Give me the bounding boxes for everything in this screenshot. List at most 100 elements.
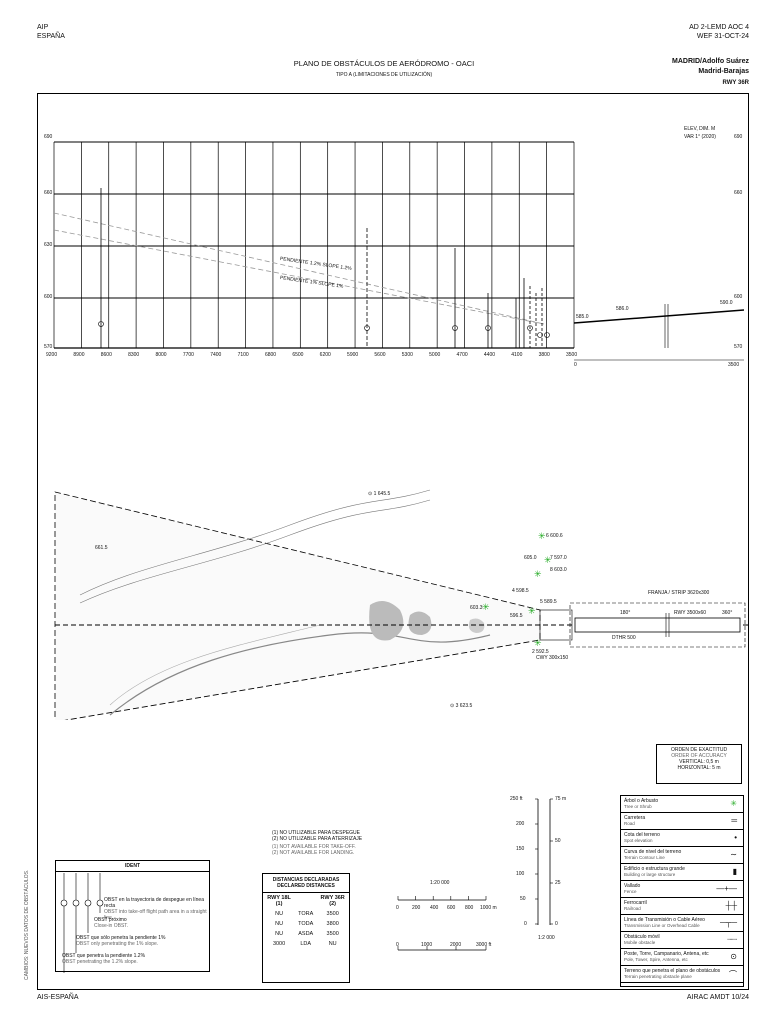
x-label: 4100 [511,352,523,358]
obstacle-marker [527,325,533,331]
vscale-ft-100: 100 [516,871,525,877]
airport-name: MADRID/Adolfo Suárez [672,58,749,65]
ident-box: IDENT OBST en la trayectoria de despegue… [55,860,210,973]
dthr-label: DTHR 500 [612,635,636,641]
legend-label-en: Fence [624,889,637,894]
legend-symbol-icon: ┈┈ [727,935,737,944]
legend-label: Vallado [624,883,641,889]
declared-title-en: DECLARED DISTANCES [277,883,335,889]
chart-reference: AD 2-LEMD AOC 4 [689,24,749,31]
river [109,632,491,716]
road [79,489,431,596]
x-label: 5900 [347,352,359,358]
scale-1-tick-400: 400 [430,905,439,911]
legend-label: Obstáculo móvil [624,934,660,940]
clearway [539,609,573,641]
vscale-ft-150: 150 [516,846,525,852]
scale-2-tick-1000: 1000 [421,942,433,948]
legend-label-en: Terrain Contour Line [624,855,665,860]
accuracy-vertical: VERTICAL: 0,5 m [679,759,719,765]
y-label-right-660: 660 [734,190,743,196]
legend-label: Terreno que penetra el plano de obstácul… [624,968,721,974]
declared-cell: LDA [300,941,312,947]
footer-right: AIRAC AMDT 10/24 [686,994,749,1001]
x-label: 7700 [182,352,194,358]
note-2-en: (2) NOT AVAILABLE FOR LANDING. [272,850,355,856]
clearway-label: CWY 300x150 [536,655,569,661]
svg-text:✳: ✳ [534,569,542,579]
ident-row-4: OBST que penetra la pendiente 1.2% OBST … [62,953,146,965]
x-label: 8000 [155,352,167,358]
horizontal-scales: 1:20 000 0 200 400 600 800 1000 m 0 1000… [390,880,500,970]
declared-cell: 3000 [272,941,286,947]
legend-label: Carretera [624,815,646,821]
obstacle-marker [544,332,550,338]
plan-view: ✳✳✳ ✳✳✳ ⊙ 1 645.5 661.5 6 600.6 605.0 7 … [50,485,750,723]
accuracy-title-en: ORDER OF ACCURACY [671,753,727,759]
plan-map: ✳✳✳ ✳✳✳ [54,489,750,723]
obstacle-marker [364,325,370,331]
y-label-right-600: 600 [734,294,743,300]
var-note: VAR 1° (2020) [684,134,716,140]
slope-1-line [53,229,545,325]
y-label-690: 690 [44,134,53,140]
legend-label-en: Tree or Shrub [624,804,652,809]
declared-cell: TORA [298,911,314,917]
heading-360: 360° [722,610,733,616]
slope-1-2-line [53,212,545,325]
x-label: 8600 [100,352,112,358]
vertical-scale-graphic [535,798,553,925]
legend-label: Cota del terreno [624,832,660,838]
legend-row: Terreno que penetra el plano de obstácul… [621,966,743,983]
obstacle-4: 4 598.5 [512,588,529,594]
y-label-right-690: 690 [734,134,743,140]
notes: (1) NO UTILIZABLE PARA DESPEGUE (2) NO U… [272,830,362,856]
declared-cell: 3500 [326,931,339,937]
terrain-penetration [369,601,404,641]
declared-col-36r: RWY 36R (2) [320,895,345,907]
runway-elev-start: 585.0 [576,314,589,320]
scale-1-tick-600: 600 [447,905,456,911]
contour [109,624,321,706]
runway-scale-end: 3500 [728,362,740,368]
vscale-ft-200: 200 [516,821,525,827]
accuracy-horizontal: HORIZONTAL: 5 m [677,765,721,771]
runway-profile-line [573,309,745,324]
scale-2-tick-2000: 2000 [450,942,462,948]
vscale-m-50: 50 [555,838,561,844]
declared-cell: TODA [298,921,314,927]
scale-1-tick-200: 200 [412,905,421,911]
legend-label-en: Pole, Tower, Spire, Antenna, etc [624,957,688,962]
scale-2-tick-0: 0 [396,942,399,948]
obstacle-6: 6 600.6 [546,533,563,539]
vscale-ratio: 1:2 000 [538,935,555,941]
vscale-ft-50: 50 [520,896,526,902]
obstacle-596: 596.5 [510,613,523,619]
y-label-660: 660 [44,190,53,196]
obstacle-3: ⊙ 3 623.5 [450,703,473,709]
legend-label-en: Railroad [624,906,641,911]
svg-text:✳: ✳ [534,638,542,648]
x-label: 6200 [319,352,331,358]
legend-symbol-icon: ⊙ [730,952,737,961]
vertical-scale: 250 ft 200 150 100 50 0 75 m 50 25 0 1:2… [510,795,570,945]
vscale-ft-0: 0 [524,921,527,927]
legend-symbol-icon: ═ [731,816,737,825]
declared-cell: NU [275,931,284,937]
declared-title-es: DISTANCIAS DECLARADAS [272,877,340,883]
ident-row-1: OBST en la trayectoria de despegue en lí… [104,897,207,921]
note-2-es: (2) NO UTILIZABLE PARA ATERRIZAJE [272,836,363,842]
scale-1-ratio: 1:20 000 [430,880,450,886]
declared-cell: 3500 [326,911,339,917]
ident-title: IDENT [56,861,209,872]
legend-symbol-icon: ∼ [730,850,737,859]
scale-2-tick-3000: 3000 ft [476,942,492,948]
legend-label-en: Terrain penetrating obstacle plane [624,974,692,979]
x-label: 3500 [566,352,578,358]
